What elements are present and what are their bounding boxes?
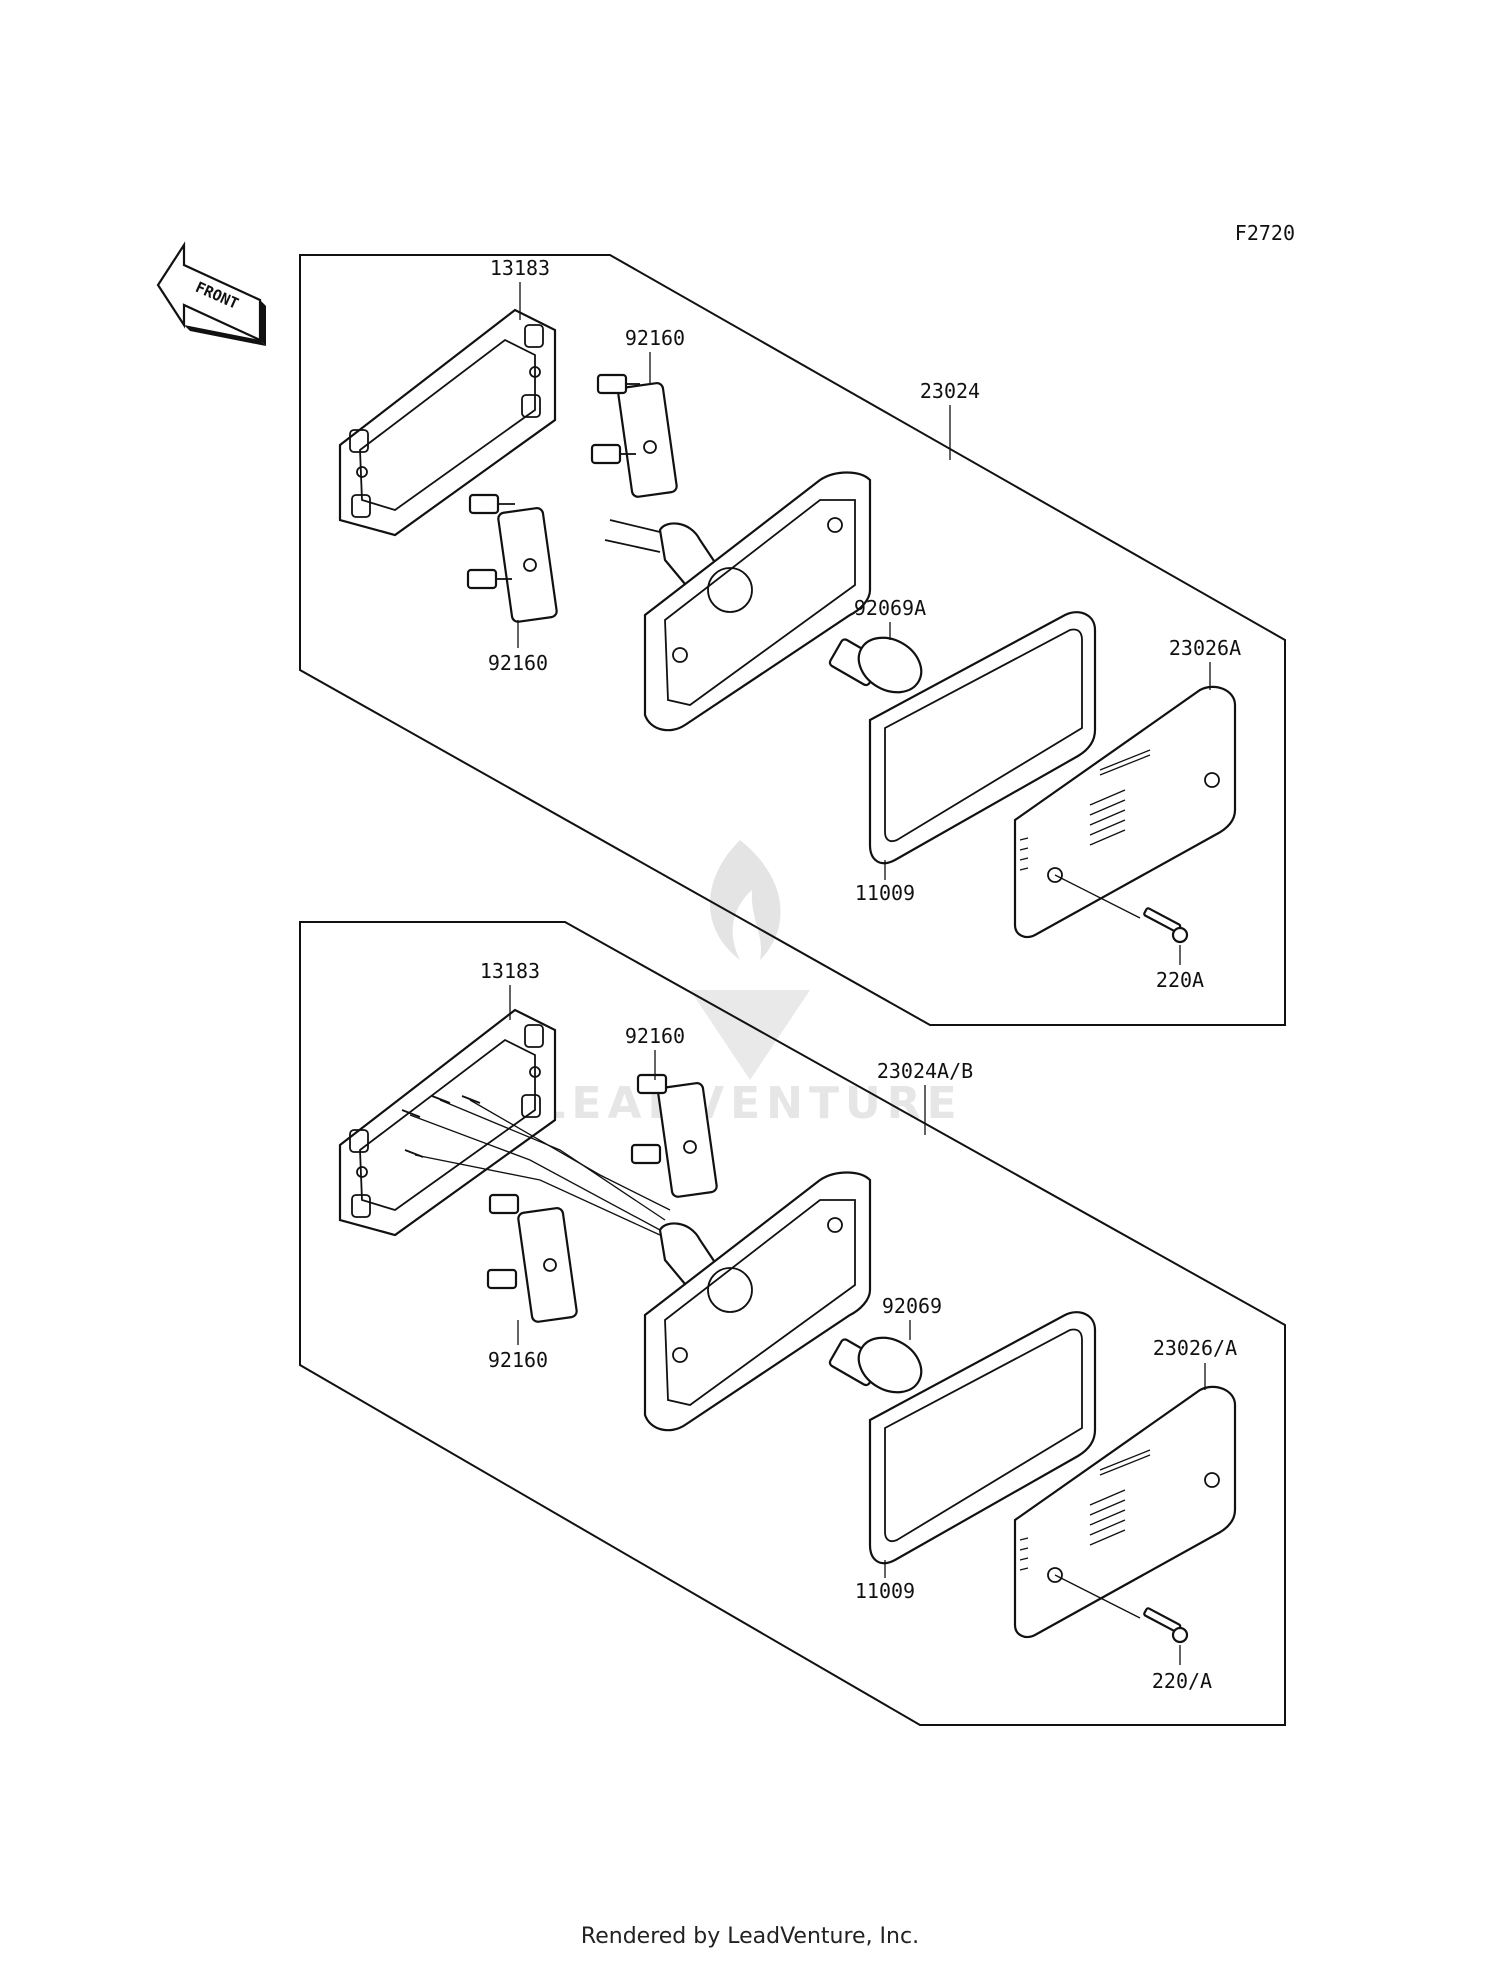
top-grommet-upper-label: 92160 bbox=[625, 326, 685, 350]
top-lens bbox=[1013, 685, 1237, 939]
bottom-bracket-label: 13183 bbox=[480, 959, 540, 983]
top-lamp-housing bbox=[604, 471, 872, 732]
bottom-mounting-bracket bbox=[338, 1008, 557, 1237]
bottom-bulb bbox=[828, 1336, 923, 1394]
bottom-grommet-upper-label: 92160 bbox=[625, 1024, 685, 1048]
bottom-grommet-lower bbox=[486, 1193, 578, 1323]
top-assembly: 13183 92160 92160 23024 bbox=[299, 254, 1286, 1026]
bottom-lamp-housing bbox=[643, 1171, 872, 1432]
bottom-grommet-upper bbox=[630, 1073, 718, 1198]
top-mounting-bracket bbox=[338, 308, 557, 537]
top-assembly-frame bbox=[299, 254, 1286, 1026]
bottom-assembly-frame bbox=[299, 921, 1286, 1726]
top-screw bbox=[1054, 874, 1189, 944]
top-assembly-label: 23024 bbox=[920, 379, 980, 403]
bottom-lens-label: 23026/A bbox=[1153, 1336, 1237, 1360]
bottom-assembly: 13183 92160 92160 bbox=[299, 921, 1286, 1726]
top-gasket-label: 11009 bbox=[855, 881, 915, 905]
top-grommet-upper bbox=[590, 373, 678, 498]
bottom-grommet-lower-label: 92160 bbox=[488, 1348, 548, 1372]
figure-code: F2720 bbox=[1235, 221, 1295, 245]
bottom-gasket bbox=[868, 1311, 1097, 1565]
bottom-bulb-label: 92069 bbox=[882, 1294, 942, 1318]
top-bracket-label: 13183 bbox=[490, 256, 550, 280]
top-lens-label: 23026A bbox=[1169, 636, 1241, 660]
bottom-screw bbox=[1054, 1574, 1189, 1644]
top-grommet-lower-label: 92160 bbox=[488, 651, 548, 675]
bottom-screw-label: 220/A bbox=[1152, 1669, 1212, 1693]
top-gasket bbox=[868, 611, 1097, 865]
top-bulb-label: 92069A bbox=[854, 596, 926, 620]
front-arrow-icon: FRONT bbox=[156, 241, 266, 346]
top-bulb bbox=[828, 636, 923, 694]
bottom-wiring-harness bbox=[401, 1095, 671, 1236]
top-grommet-lower bbox=[466, 493, 558, 623]
footer-credit: Rendered by LeadVenture, Inc. bbox=[581, 1924, 919, 1949]
bottom-lens bbox=[1013, 1385, 1237, 1639]
watermark-text: LEADVENTURE bbox=[537, 1078, 962, 1129]
top-screw-label: 220A bbox=[1156, 968, 1204, 992]
bottom-gasket-label: 11009 bbox=[855, 1579, 915, 1603]
bottom-assembly-label: 23024A/B bbox=[877, 1059, 973, 1083]
